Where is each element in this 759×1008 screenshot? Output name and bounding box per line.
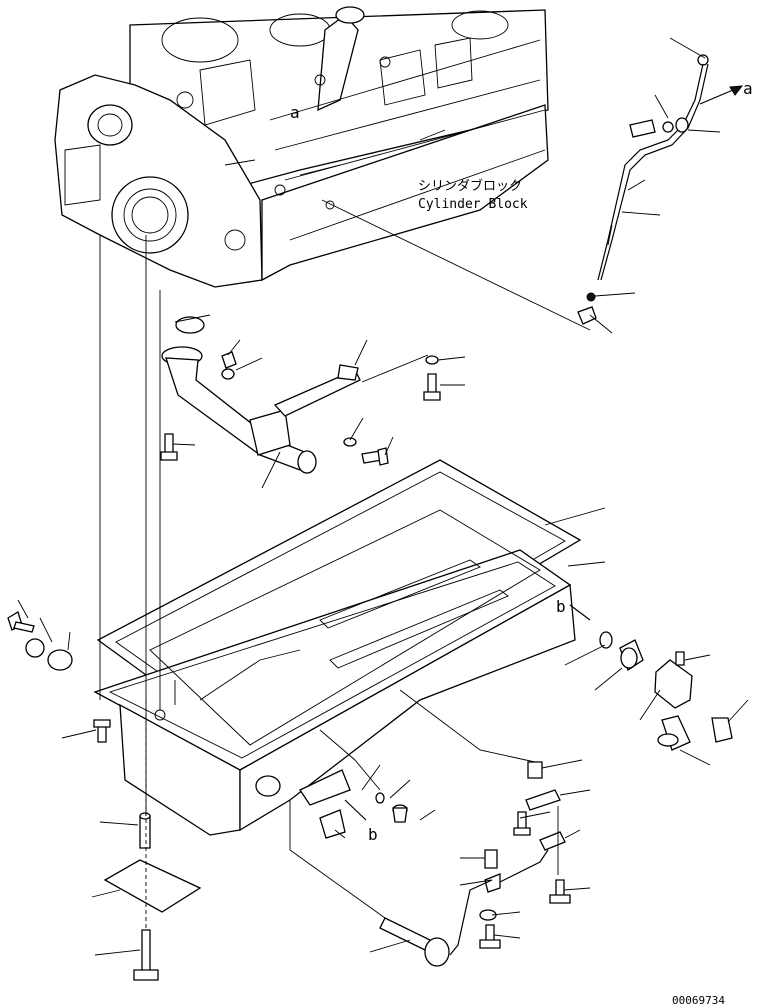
reference-a-on-block: a [290,103,300,122]
right-leader-lines [334,507,749,953]
reference-b-pointer [344,799,367,821]
drawing-number: 00069734 [672,994,725,1007]
reference-b-on-pan: b [368,825,378,844]
left-fasteners [7,611,111,743]
drain-plug-parts [599,631,733,751]
suction-pipe-leader-lines [172,314,466,489]
left-leader-lines [17,235,161,956]
oil-pan [93,509,576,839]
cylinder-block-label-jp: シリンダブロック [418,178,522,194]
reference-b-arrow-label: b [556,597,566,616]
right-lower-parts [289,689,571,967]
reference-a-arrow-label: a [743,79,753,98]
dipstick-leader-lines [321,37,721,334]
cylinder-block [54,6,549,288]
oil-suction-pipe [160,316,441,474]
reference-b-arrow [569,604,591,621]
dipstick-assembly [577,54,744,325]
cylinder-block-label-en: Cylinder Block [418,197,528,212]
